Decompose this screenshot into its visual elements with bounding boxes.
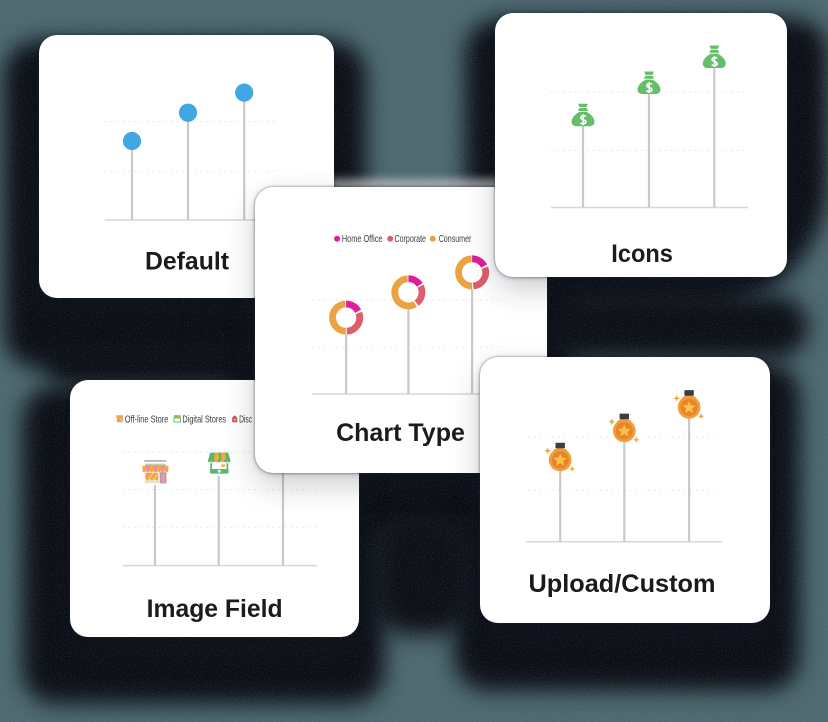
svg-text:Default: Default	[145, 247, 230, 275]
svg-text:Corporate: Corporate	[394, 234, 426, 245]
svg-text:Icons: Icons	[611, 240, 673, 268]
svg-text:Image Field: Image Field	[147, 595, 283, 623]
svg-text:Chart Type: Chart Type	[336, 419, 465, 447]
svg-text:Home Office: Home Office	[341, 234, 382, 245]
svg-text:Disc: Disc	[239, 415, 252, 426]
svg-text:Digital Stores: Digital Stores	[182, 415, 226, 426]
svg-text:Consumer: Consumer	[438, 234, 471, 245]
svg-text:Upload/Custom: Upload/Custom	[529, 570, 716, 598]
svg-text:Off-line Store: Off-line Store	[125, 415, 169, 426]
